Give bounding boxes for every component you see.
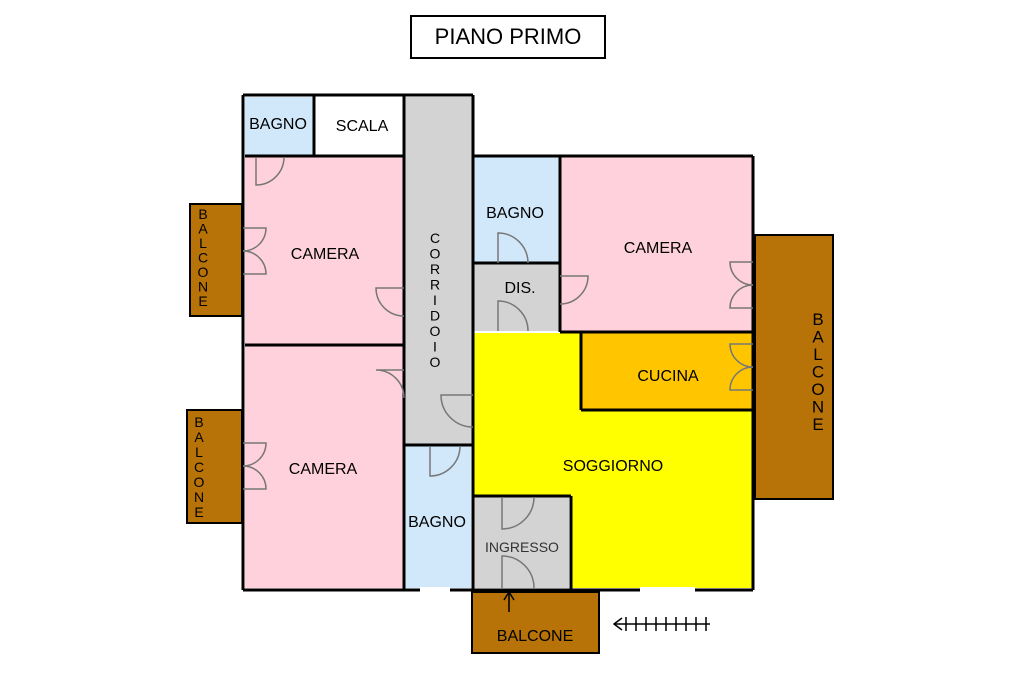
vertical-letter: A xyxy=(812,328,824,347)
vertical-letter: N xyxy=(198,279,208,295)
label-bagno-center: BAGNO xyxy=(486,205,544,222)
label-camera-top-right: CAMERA xyxy=(624,240,693,257)
label-bagno-bottom: BAGNO xyxy=(408,514,466,531)
label-balcone-bottom: BALCONE xyxy=(497,628,573,645)
vertical-letter: B xyxy=(194,414,203,430)
room-camera-bottom-left xyxy=(245,346,403,588)
vertical-letter: E xyxy=(194,504,203,520)
vertical-letter: O xyxy=(811,380,824,399)
balcony-left-top xyxy=(189,203,243,317)
room-camera-top-right xyxy=(561,157,753,331)
balcony-bottom xyxy=(471,591,600,654)
vertical-letter: C xyxy=(198,250,208,266)
vertical-letter: L xyxy=(813,345,822,364)
vertical-letter: I xyxy=(433,339,437,355)
entry-arrow-icon xyxy=(503,590,515,612)
label-balcone-left-bottom: BALCONE xyxy=(194,414,205,520)
door-openings xyxy=(420,587,695,593)
room-dis xyxy=(474,263,559,331)
direction-arrow-icon xyxy=(612,617,710,631)
room-cucina xyxy=(582,333,753,409)
room-bagno-bottom xyxy=(405,446,471,588)
vertical-letter: R xyxy=(430,277,440,293)
vertical-letter: C xyxy=(812,363,824,382)
vertical-letter: C xyxy=(430,230,440,246)
vertical-letter: L xyxy=(195,444,203,460)
room-ingresso xyxy=(474,497,569,588)
door-swings xyxy=(242,156,754,589)
vertical-letter: N xyxy=(194,489,204,505)
vertical-letter: O xyxy=(430,246,441,262)
room-bagno-center xyxy=(474,157,559,263)
label-camera-bottom-left: CAMERA xyxy=(289,461,358,478)
balcony-left-bottom xyxy=(186,409,243,524)
room-camera-top-left xyxy=(245,157,403,344)
label-soggiorno: SOGGIORNO xyxy=(563,458,663,475)
label-balcone-right: BALCONE xyxy=(811,310,824,434)
vertical-letter: I xyxy=(433,292,437,308)
label-ingresso: INGRESSO xyxy=(485,539,559,555)
balcony-right xyxy=(754,234,834,500)
vertical-letter: B xyxy=(812,310,823,329)
room-soggiorno xyxy=(474,333,753,588)
room-corridoio xyxy=(405,97,472,444)
page-title: PIANO PRIMO xyxy=(410,15,606,59)
vertical-letter: R xyxy=(430,261,440,277)
vertical-letter: O xyxy=(430,354,441,370)
vertical-letter: C xyxy=(194,459,204,475)
label-balcone-left-top: BALCONE xyxy=(198,206,209,309)
vertical-letter: D xyxy=(430,308,440,324)
label-dis: DIS. xyxy=(504,280,535,297)
walls xyxy=(241,93,755,592)
label-cucina: CUCINA xyxy=(637,368,699,385)
vertical-letter: B xyxy=(198,206,207,222)
vertical-letter: A xyxy=(198,221,208,237)
vertical-letter: A xyxy=(194,429,204,445)
room-scala xyxy=(316,97,404,155)
vertical-letter: E xyxy=(812,415,823,434)
vertical-letter: O xyxy=(430,323,441,339)
room-bagno-top xyxy=(245,97,313,155)
label-camera-top-left: CAMERA xyxy=(291,246,360,263)
vertical-letter: N xyxy=(812,398,824,417)
vertical-letter: L xyxy=(199,235,207,251)
vertical-letter: E xyxy=(198,293,207,309)
label-bagno-top: BAGNO xyxy=(249,116,307,133)
label-scala: SCALA xyxy=(336,118,389,135)
vertical-letter: O xyxy=(198,264,209,280)
vertical-letter: O xyxy=(194,474,205,490)
